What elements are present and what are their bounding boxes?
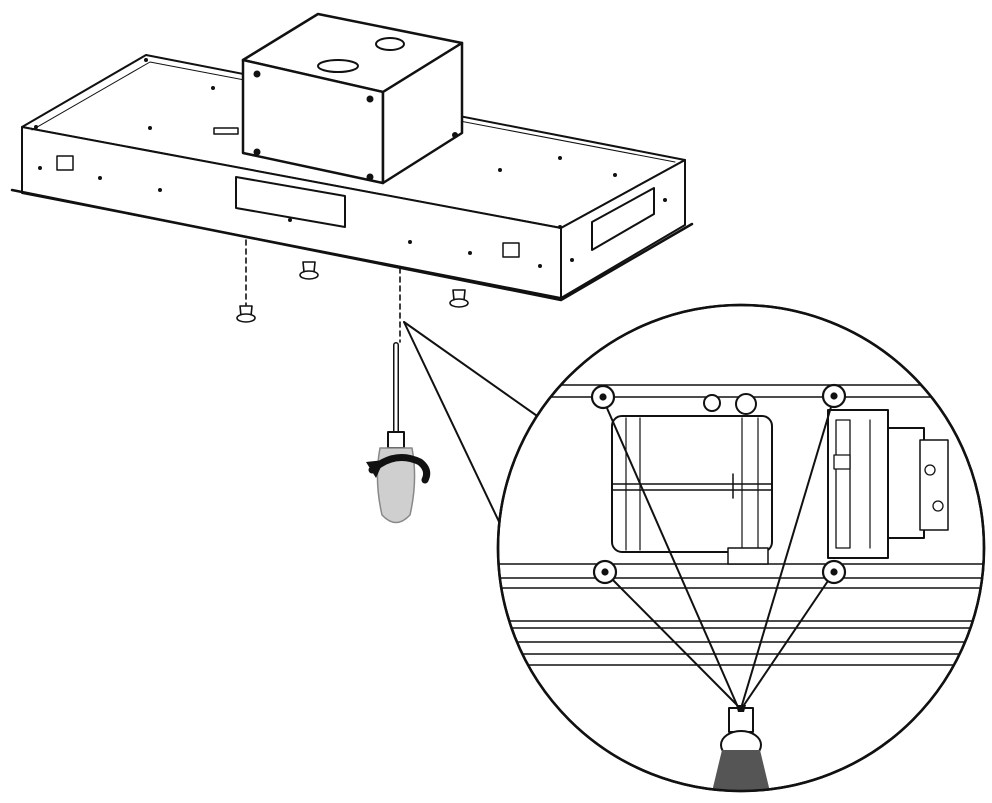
side-vent-slot <box>591 187 655 251</box>
front-vent-slot <box>235 176 346 228</box>
callout-pointer <box>403 321 541 529</box>
blower-corner-bolts <box>253 70 458 181</box>
hood-bottom-flange <box>10 188 694 302</box>
blower-collar-right <box>375 37 405 51</box>
left-bracket-clip <box>56 155 74 171</box>
screw-icon <box>236 305 256 323</box>
detail-blower-motor <box>611 393 773 565</box>
blower-housing <box>213 12 464 185</box>
detail-control-box <box>827 409 949 559</box>
detail-view-content <box>498 383 984 791</box>
mounting-screws <box>236 239 469 343</box>
blower-mount-tab <box>213 127 239 135</box>
screwdriver-icon <box>710 705 772 791</box>
screw-icon <box>299 261 319 280</box>
rotate-arrow-icon <box>366 454 431 484</box>
detail-screw-markers <box>590 383 847 585</box>
blower-side <box>381 41 464 185</box>
screw-icon <box>592 559 618 585</box>
blower-collar-left <box>317 59 359 73</box>
screwdriver-icon <box>376 342 416 524</box>
screw-icon <box>590 384 616 410</box>
right-bracket-clip <box>502 242 520 258</box>
hood-rivets <box>34 58 667 268</box>
screw-icon <box>821 559 847 585</box>
screw-icon <box>821 383 847 409</box>
screw-icon <box>449 289 469 308</box>
detail-leader-lines <box>602 396 835 706</box>
hood-top-inner-edge <box>31 61 676 163</box>
